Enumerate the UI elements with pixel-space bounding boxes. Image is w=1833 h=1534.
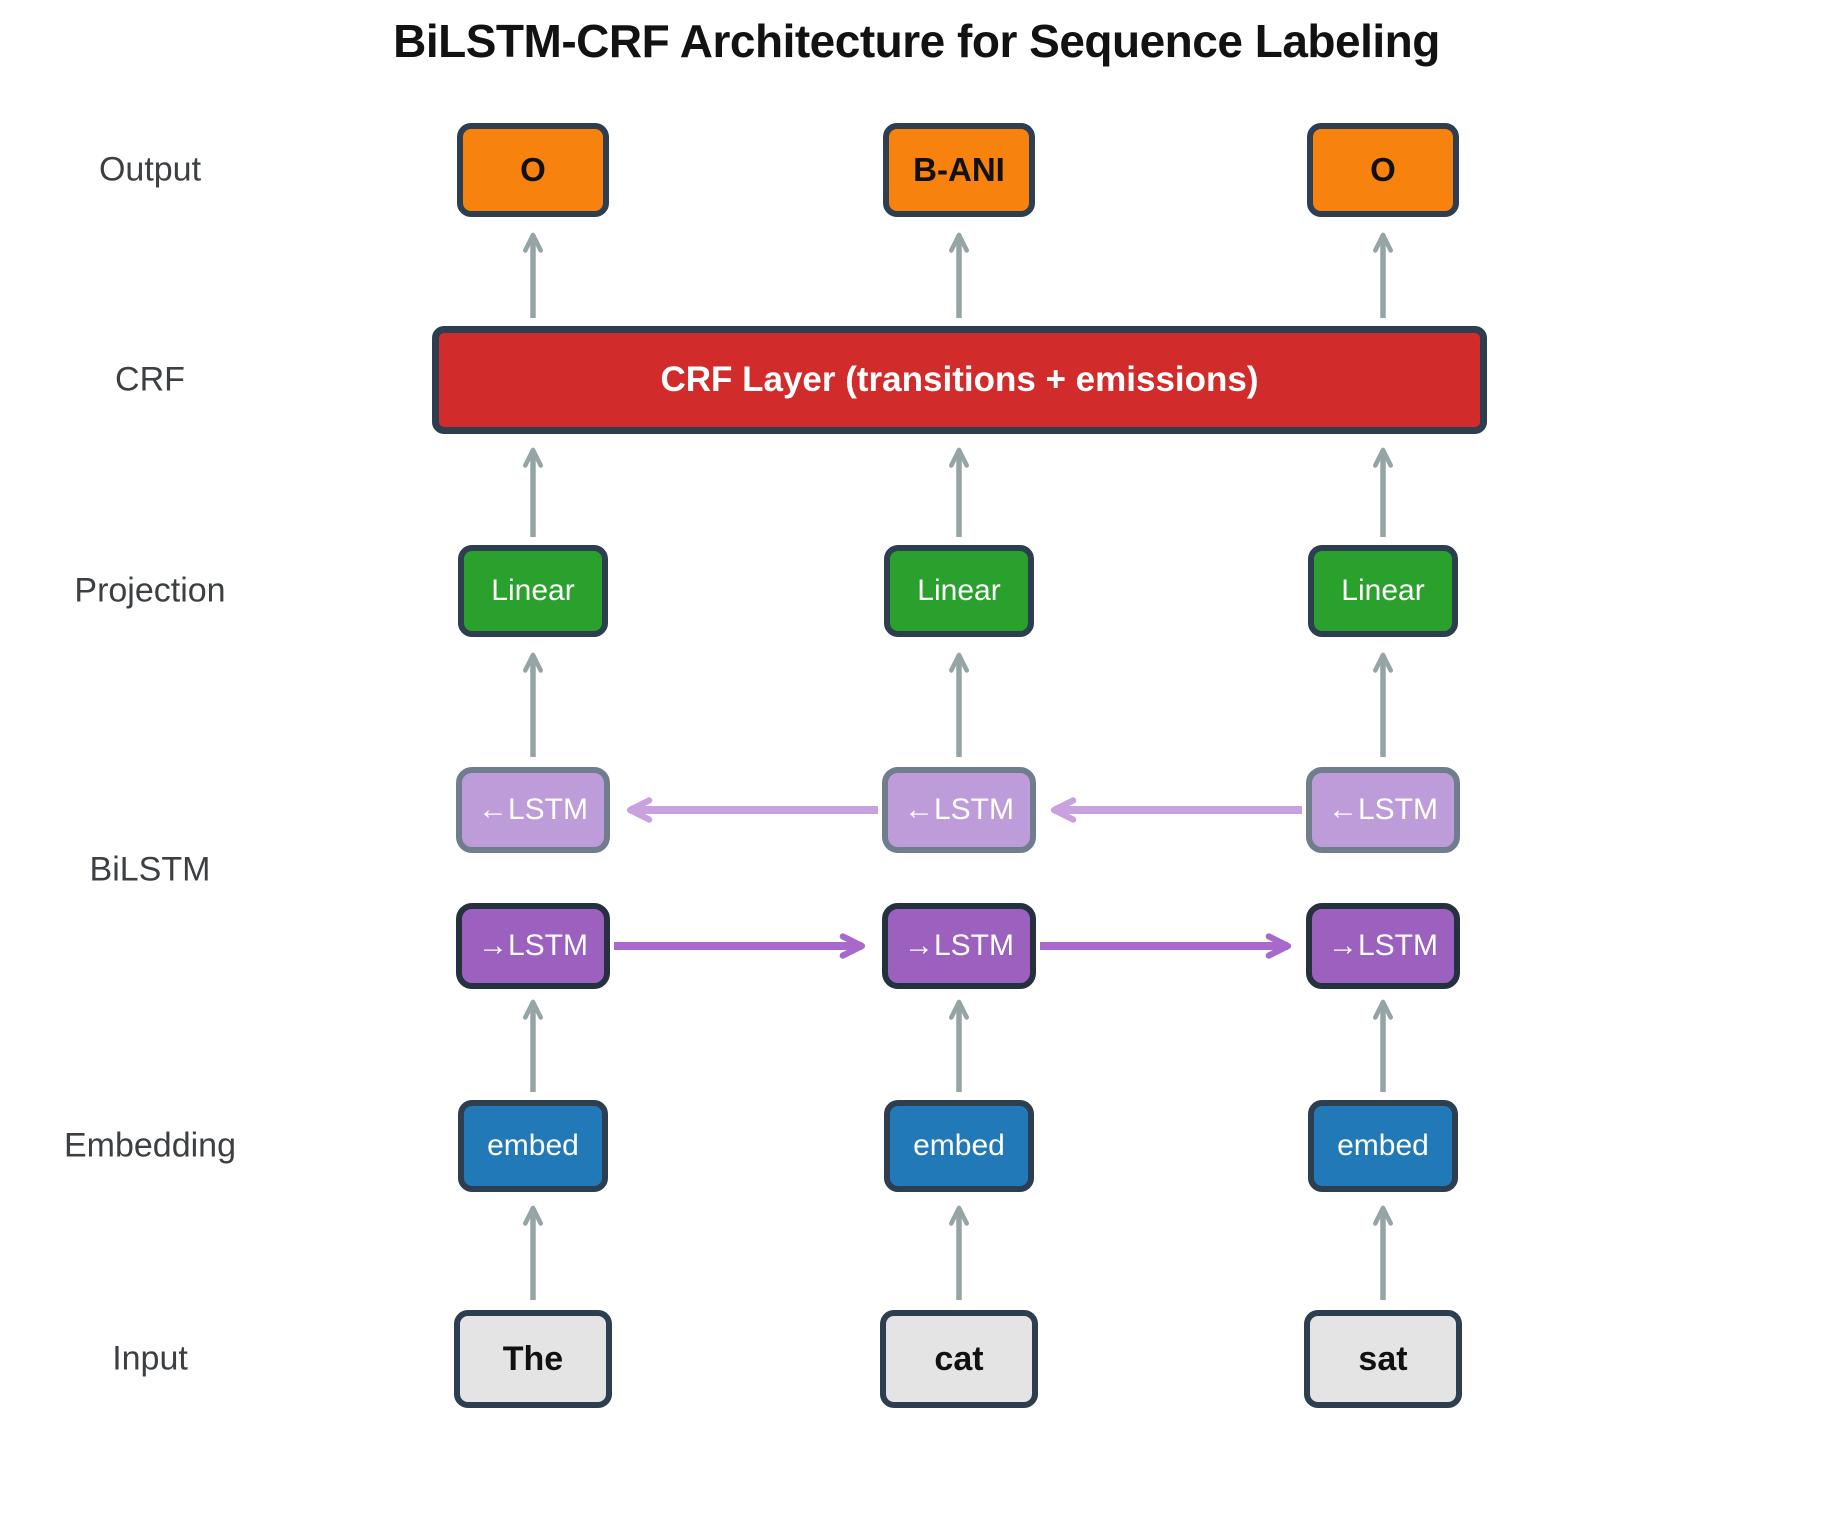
diagram-title: BiLSTM-CRF Architecture for Sequence Lab… <box>393 15 1440 67</box>
lstm-backward-label: ←LSTM <box>1327 793 1438 826</box>
embed-box-col1: embed <box>458 1100 608 1192</box>
input-token: cat <box>934 1339 984 1378</box>
lstm-backward-box-col3: ←LSTM <box>1306 767 1460 853</box>
lstm-forward-label: →LSTM <box>477 929 588 962</box>
output-box-col1: O <box>457 123 609 217</box>
lstm-forward-label: →LSTM <box>903 929 1014 962</box>
lstm-backward-box-col2: ←LSTM <box>882 767 1036 853</box>
output-box-col2: B-ANI <box>883 123 1035 217</box>
embed-box-col3: embed <box>1308 1100 1458 1192</box>
linear-label: Linear <box>917 574 1001 607</box>
output-box-col3: O <box>1307 123 1459 217</box>
input-token: sat <box>1358 1339 1408 1378</box>
output-label: B-ANI <box>913 151 1005 188</box>
row-label-bilstm: BiLSTM <box>89 850 211 889</box>
lstm-backward-box-col1: ←LSTM <box>456 767 610 853</box>
input-token-box-col2: cat <box>880 1310 1038 1408</box>
output-label: O <box>1370 151 1396 188</box>
row-label-projection: Projection <box>74 571 226 610</box>
row-label-input: Input <box>112 1339 188 1378</box>
row-label-embedding: Embedding <box>63 1126 237 1165</box>
lstm-forward-box-col3: →LSTM <box>1306 903 1460 989</box>
lstm-forward-box-col1: →LSTM <box>456 903 610 989</box>
input-token: The <box>502 1339 564 1378</box>
output-label: O <box>520 151 546 188</box>
embed-label: embed <box>1337 1129 1429 1162</box>
row-label-output: Output <box>98 150 202 189</box>
lstm-forward-box-col2: →LSTM <box>882 903 1036 989</box>
linear-box-col2: Linear <box>884 545 1034 637</box>
input-token-box-col1: The <box>454 1310 612 1408</box>
linear-box-col1: Linear <box>458 545 608 637</box>
embed-box-col2: embed <box>884 1100 1034 1192</box>
embed-label: embed <box>487 1129 579 1162</box>
row-label-crf: CRF <box>115 360 185 399</box>
linear-label: Linear <box>491 574 575 607</box>
lstm-forward-label: →LSTM <box>1327 929 1438 962</box>
linear-box-col3: Linear <box>1308 545 1458 637</box>
linear-label: Linear <box>1341 574 1425 607</box>
input-token-box-col3: sat <box>1304 1310 1462 1408</box>
lstm-backward-label: ←LSTM <box>903 793 1014 826</box>
crf-layer-box: CRF Layer (transitions + emissions) <box>432 326 1487 434</box>
lstm-backward-label: ←LSTM <box>477 793 588 826</box>
embed-label: embed <box>913 1129 1005 1162</box>
crf-layer-label: CRF Layer (transitions + emissions) <box>660 360 1259 399</box>
